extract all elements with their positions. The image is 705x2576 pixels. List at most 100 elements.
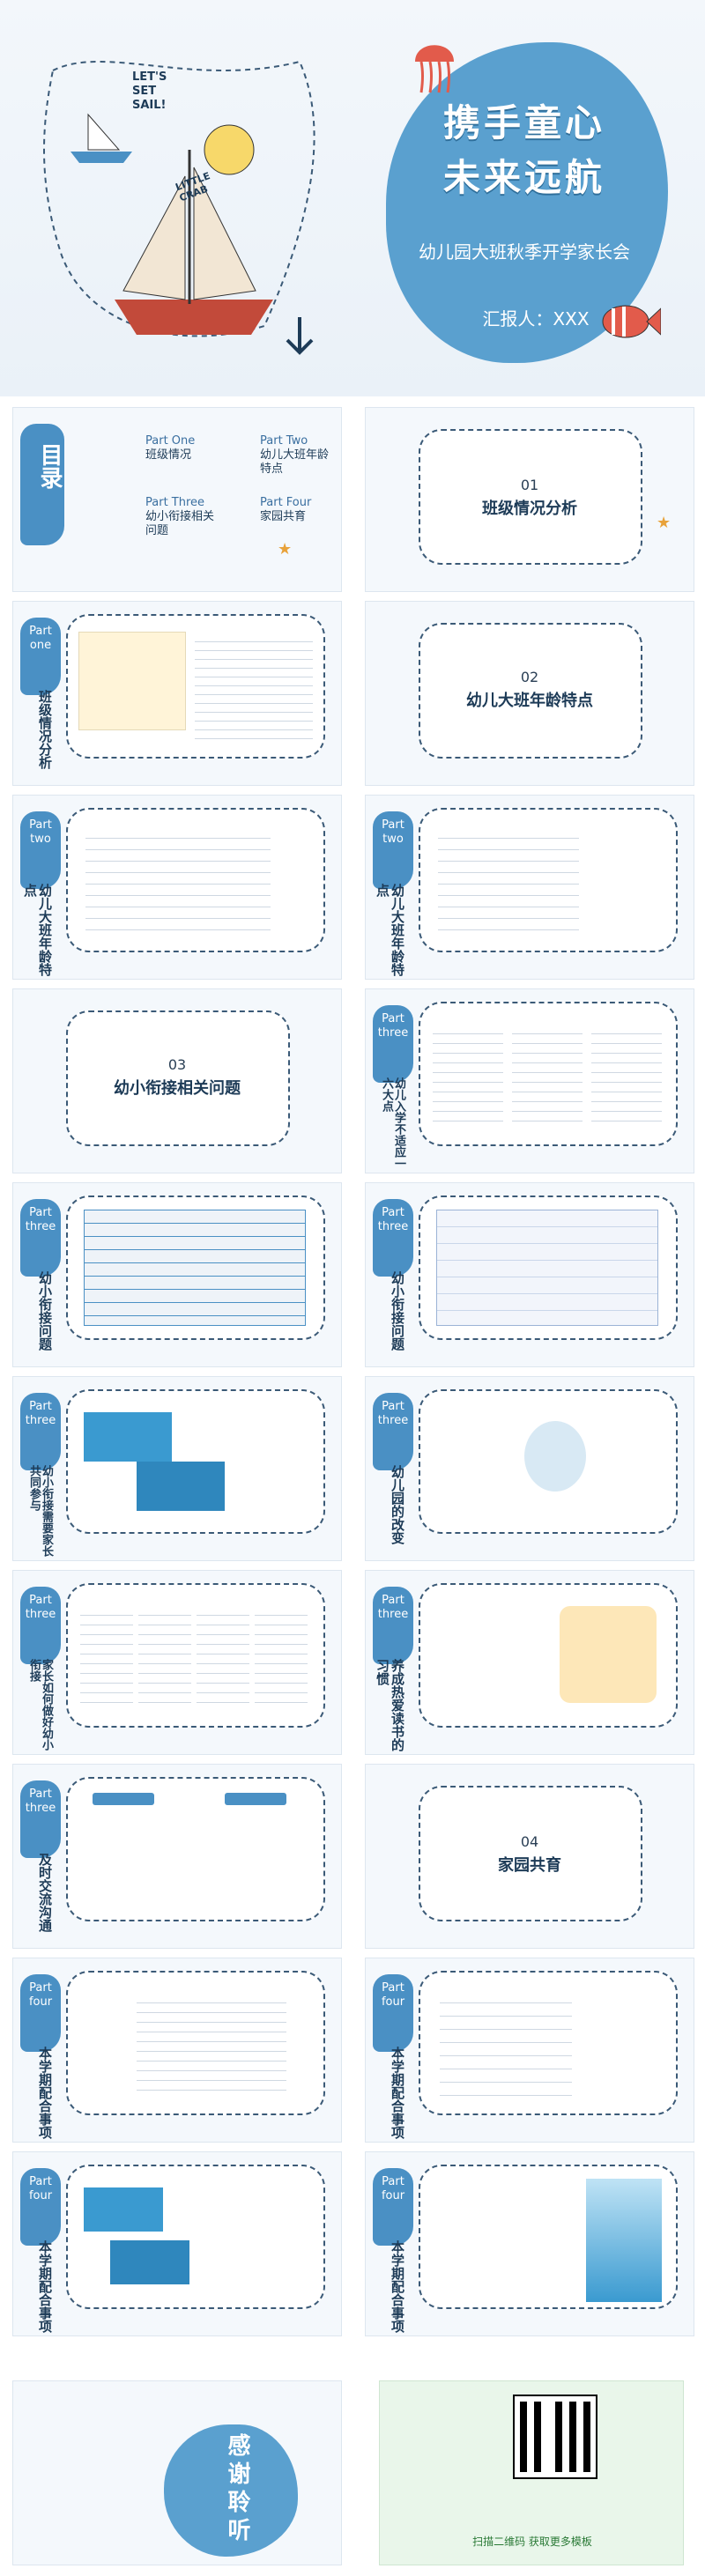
thanks-text: 感谢聆听 <box>224 2433 250 2546</box>
box-header <box>225 1793 286 1805</box>
sticker-text: LET'S SET SAIL! <box>132 70 167 112</box>
slide-part-two-b: Part two 幼儿大班年龄特点 <box>365 795 694 980</box>
slide-title: 本学期配合事项 <box>37 2047 53 2139</box>
section-title: 家园共育 <box>498 1856 561 1875</box>
cover-slide: LET'S SET SAIL! LITTLE CRAB 携手童心 未来远航 幼儿… <box>0 0 705 396</box>
four-columns-text <box>80 1606 313 1703</box>
slide-title: 幼儿园的改变 <box>390 1465 405 1544</box>
part-tab: Part three <box>373 1199 413 1277</box>
slide-title: 幼小衔接问题 <box>37 1271 53 1351</box>
slide-title: 本学期配合事项 <box>390 2047 405 2139</box>
toc-item-1-en: Part One <box>145 434 196 448</box>
toc-item-3-en: Part Three <box>145 496 205 509</box>
class-intro-text <box>195 633 313 739</box>
section-frame <box>419 1786 642 1921</box>
thanks-blob <box>164 2424 298 2557</box>
star-icon: ★ <box>278 540 293 559</box>
box-header <box>93 1793 154 1805</box>
slide-part-three-a: Part three 幼儿入学不适应一六大点 <box>365 988 694 1173</box>
slide-title: 幼小衔接需要家长共同参与 <box>27 1465 53 1557</box>
slide-part-four-c: Part four 本学期配合事项 <box>12 2151 342 2336</box>
slide-title: 班级情况分析 <box>37 690 53 769</box>
bullet-lines <box>85 827 271 933</box>
part-tab: Part three <box>20 1393 61 1470</box>
part-tab: Part three <box>373 1393 413 1470</box>
part-tab: Part three <box>373 1005 413 1083</box>
section-title: 班级情况分析 <box>482 500 577 518</box>
section-02-slide: 02 幼儿大班年龄特点 <box>365 601 694 786</box>
star-icon: ★ <box>657 514 672 532</box>
part-tab: Part three <box>20 1780 61 1858</box>
slide-title: 幼儿大班年龄特点 <box>22 884 53 976</box>
qr-caption: 扫描二维码 获取更多模板 <box>472 2535 592 2548</box>
cover-title-line1: 携手童心 <box>442 101 605 144</box>
fish-icon <box>602 305 661 338</box>
section-number: 03 <box>167 1056 187 1073</box>
part-tab: Part four <box>20 1974 61 2052</box>
section-frame <box>419 429 642 565</box>
part-tab: Part four <box>373 1974 413 2052</box>
part-tab: Part three <box>20 1199 61 1277</box>
cover-title-line2: 未来远航 <box>442 156 605 199</box>
part-tab: Part two <box>20 811 61 889</box>
numbered-list <box>440 1990 572 2096</box>
slide-part-three-b: Part three 幼小衔接问题 <box>12 1182 342 1367</box>
slide-part-three-h: Part three 及时交流沟通 <box>12 1764 342 1949</box>
slide-title: 养成热爱读书的习惯 <box>375 1659 405 1751</box>
toc-item-2-en: Part Two <box>260 434 308 448</box>
notice-text <box>137 1994 286 2091</box>
section-title: 幼儿大班年龄特点 <box>466 692 593 710</box>
jellyfish-icon <box>415 45 454 93</box>
sailboat-illustration <box>43 60 315 355</box>
six-points-grid <box>433 1025 662 1121</box>
toc-title: 目录 <box>36 443 63 489</box>
aquarium-photo <box>137 1462 225 1511</box>
cover-subtitle: 幼儿园大班秋季开学家长会 <box>419 241 630 263</box>
ocean-illustration <box>586 2179 662 2302</box>
section-number: 04 <box>520 1833 539 1850</box>
section-04-slide: 04 家园共育 <box>365 1764 694 1949</box>
slide-title: 幼儿大班年龄特点 <box>375 884 405 976</box>
slide-part-four-a: Part four 本学期配合事项 <box>12 1958 342 2143</box>
toc-item-2-cn: 幼儿大班年龄特点 <box>260 448 330 476</box>
toc-tab <box>20 424 64 545</box>
aquarium-photo <box>84 2187 163 2232</box>
reading-kids-illustration <box>560 1606 657 1703</box>
bullet-lines <box>438 827 579 933</box>
part-tab: Part three <box>373 1587 413 1664</box>
class-photo <box>78 632 186 730</box>
slide-part-two-a: Part two 幼儿大班年龄特点 <box>12 795 342 980</box>
slide-part-three-e: Part three 幼儿园的改变 <box>365 1376 694 1561</box>
slide-title: 本学期配合事项 <box>390 2240 405 2333</box>
section-title: 幼小衔接相关问题 <box>114 1079 241 1098</box>
section-number: 02 <box>520 669 539 685</box>
qr-code[interactable] <box>513 2395 597 2479</box>
slide-title: 及时交流沟通 <box>37 1853 53 1932</box>
part-tab: Part three <box>20 1587 61 1664</box>
coral-photo <box>524 1421 586 1492</box>
slide-part-four-d: Part four 本学期配合事项 <box>365 2151 694 2336</box>
toc-item-3-cn: 幼小衔接相关问题 <box>145 510 215 537</box>
toc-item-4-en: Part Four <box>260 496 312 509</box>
slide-part-three-f: Part three 家长如何做好幼小衔接 <box>12 1570 342 1755</box>
aquarium-photo <box>84 1412 172 1462</box>
slide-title: 幼儿入学不适应一六大点 <box>380 1077 405 1169</box>
slide-title: 家长如何做好幼小衔接 <box>27 1659 53 1751</box>
slide-part-one: Part one 班级情况分析 <box>12 601 342 786</box>
slide-part-four-b: Part four 本学期配合事项 <box>365 1958 694 2143</box>
slide-part-three-c: Part three 幼小衔接问题 <box>365 1182 694 1367</box>
comparison-table <box>436 1210 658 1326</box>
toc-item-4-cn: 家园共育 <box>260 510 307 523</box>
section-frame <box>66 1010 290 1146</box>
part-tab: Part four <box>20 2168 61 2246</box>
slide-part-three-d: Part three 幼小衔接需要家长共同参与 <box>12 1376 342 1561</box>
slide-title: 本学期配合事项 <box>37 2240 53 2333</box>
comparison-table <box>84 1210 306 1326</box>
slide-title: 幼小衔接问题 <box>390 1271 405 1351</box>
